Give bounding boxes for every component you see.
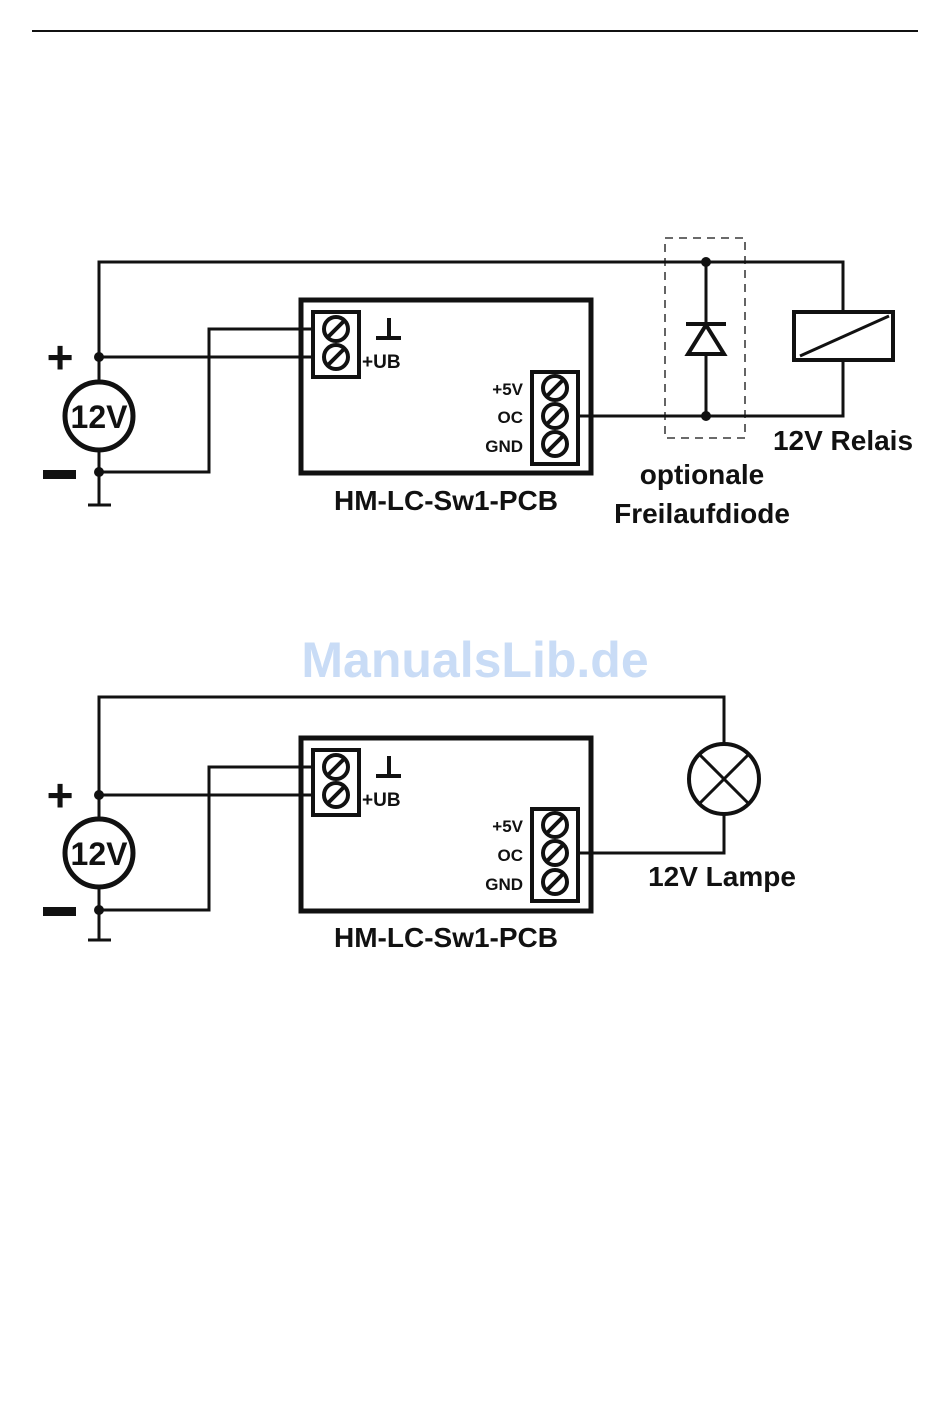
diode-label-line2: Freilaufdiode [614, 498, 790, 529]
junction-dot [94, 467, 104, 477]
diode-icon [688, 325, 724, 354]
terminal-screw [543, 841, 567, 865]
wire-top-rail [99, 697, 724, 795]
junction-dot [701, 257, 711, 267]
terminal-screw [324, 345, 348, 369]
pin-gnd-label: GND [485, 875, 523, 894]
ub-label: +UB [362, 352, 401, 373]
terminal-screw [543, 870, 567, 894]
plus-sign: + [47, 331, 74, 383]
minus-sign [43, 470, 76, 479]
wire-oc-load [558, 815, 724, 853]
source-label: 12V [71, 399, 129, 435]
module-label: HM-LC-Sw1-PCB [334, 922, 558, 953]
terminal-screw [543, 813, 567, 837]
wire-oc-load [558, 360, 843, 416]
terminal-screw [324, 783, 348, 807]
junction-dot [94, 790, 104, 800]
pin-5v-label: +5V [492, 380, 523, 399]
relay-diagram: 12V + +UB +5V [43, 238, 913, 529]
pin-oc-label: OC [498, 846, 524, 865]
plus-sign: + [47, 769, 74, 821]
terminal-screw [543, 432, 567, 456]
lamp-icon [689, 744, 759, 814]
load-label: 12V Relais [773, 425, 913, 456]
wire-ground [99, 329, 320, 472]
junction-dot [94, 352, 104, 362]
ub-label: +UB [362, 790, 401, 811]
minus-sign [43, 907, 76, 916]
junction-dot [94, 905, 104, 915]
pin-gnd-label: GND [485, 437, 523, 456]
watermark: ManualsLib.de [301, 632, 648, 688]
module-label: HM-LC-Sw1-PCB [334, 485, 558, 516]
load-label: 12V Lampe [648, 861, 796, 892]
diode-label-line1: optionale [640, 459, 764, 490]
terminal-screw [324, 317, 348, 341]
terminal-screw [324, 755, 348, 779]
source-label: 12V [71, 836, 129, 872]
terminal-screw [543, 376, 567, 400]
lamp-diagram: 12V + +UB +5V OC GND [43, 697, 796, 953]
wire-top-rail [99, 262, 843, 357]
pin-5v-label: +5V [492, 817, 523, 836]
terminal-screw [543, 404, 567, 428]
pin-oc-label: OC [498, 408, 524, 427]
junction-dot [701, 411, 711, 421]
